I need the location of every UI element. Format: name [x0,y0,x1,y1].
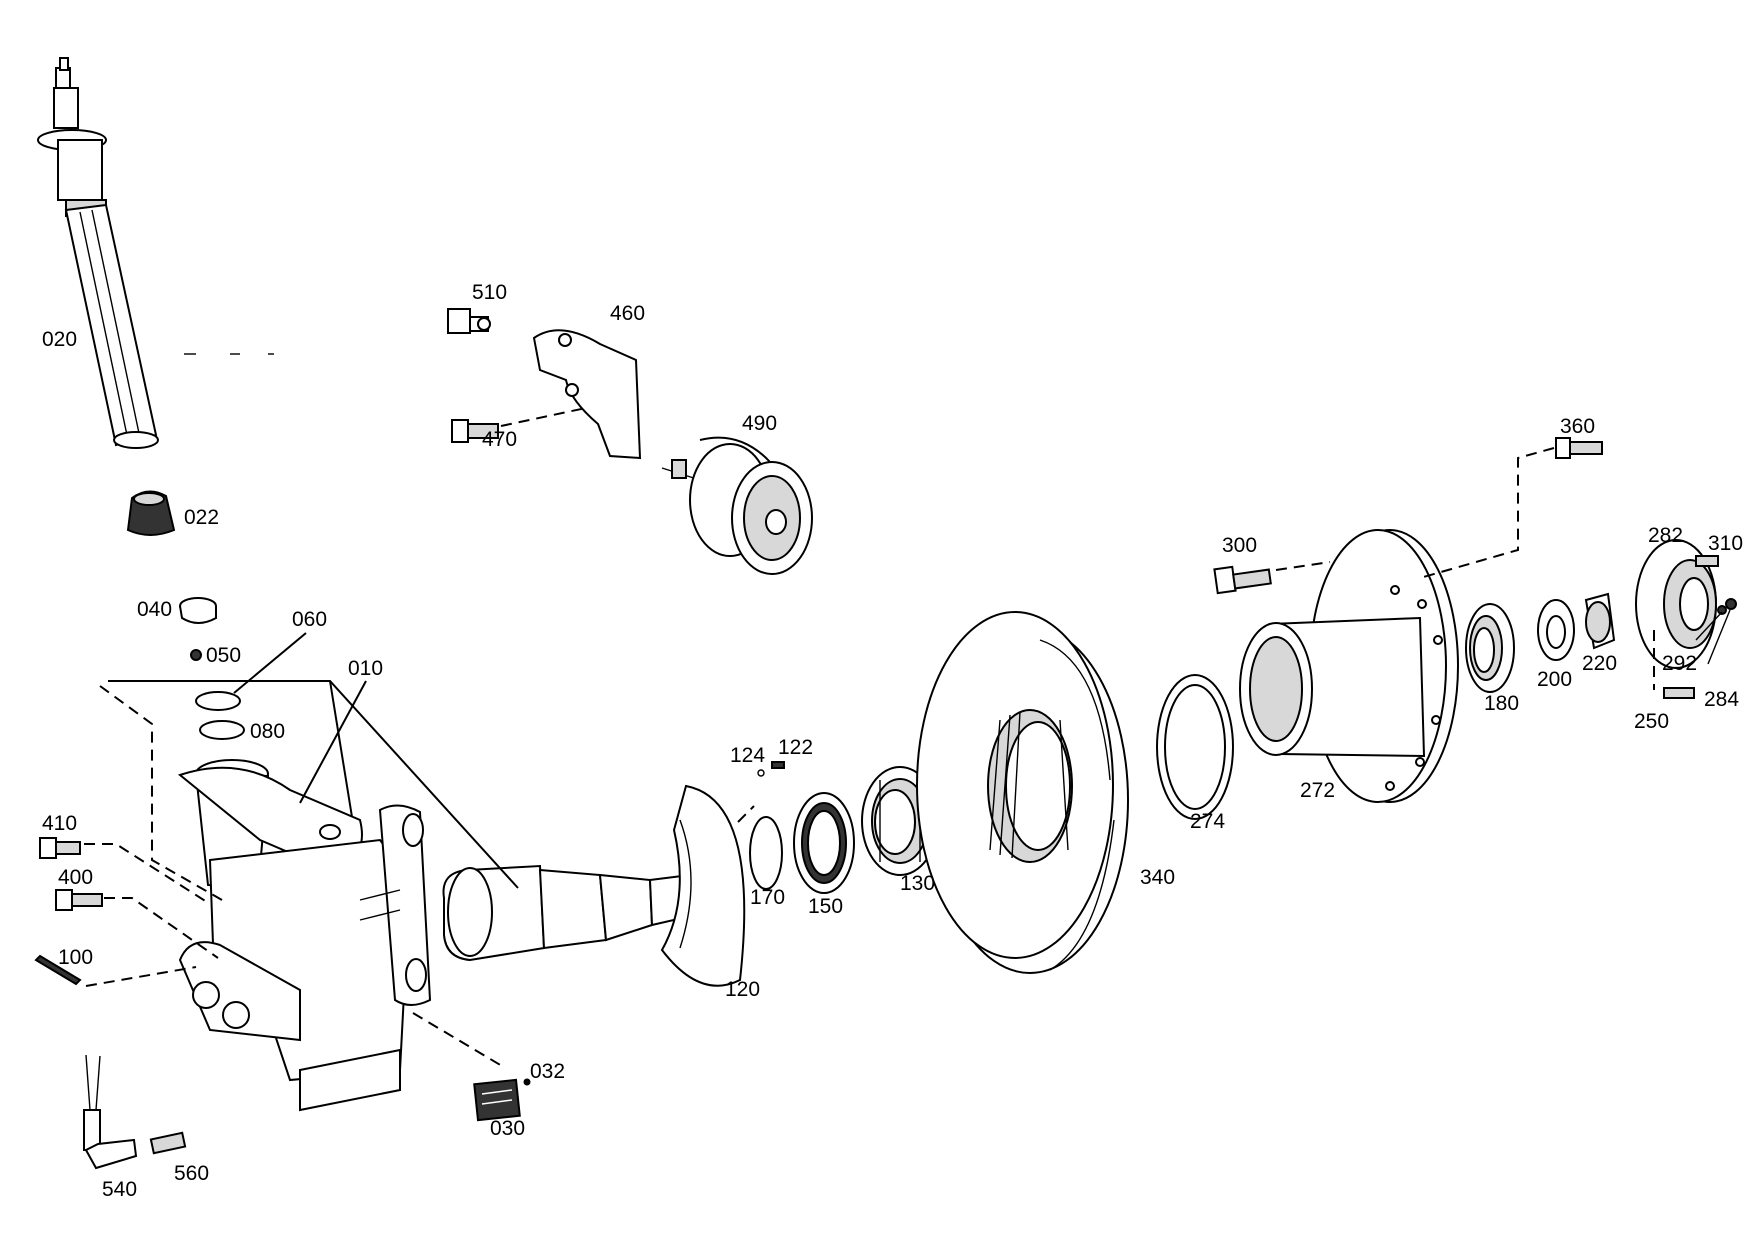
label-274: 274 [1190,810,1225,833]
wheel-bolt-300-part[interactable] [1213,565,1272,595]
washer-124-part[interactable] [757,769,765,777]
caliper-bracket-part[interactable] [532,329,642,460]
boot-part[interactable] [126,490,176,536]
bolt-360-part[interactable] [1555,437,1603,459]
thrust-washer-part[interactable] [1537,599,1575,661]
hub-nut-part[interactable] [1584,592,1616,650]
label-050: 050 [206,644,241,667]
label-010: 010 [348,657,383,680]
label-250: 250 [1634,710,1669,733]
shock-absorber-part[interactable] [37,57,274,449]
screw-250-part[interactable] [1663,687,1695,699]
label-150: 150 [808,895,843,918]
label-040: 040 [137,598,172,621]
bolt-410-part[interactable] [39,837,81,859]
label-120: 120 [725,978,760,1001]
label-410: 410 [42,812,77,835]
o-ring-080-part[interactable] [199,720,245,740]
clip-part[interactable] [149,1131,187,1155]
rivet-part[interactable] [523,1078,531,1086]
label-220: 220 [1582,652,1617,675]
hub-cap-part[interactable] [1635,539,1717,669]
cap-part[interactable] [179,597,217,624]
plate-part[interactable] [473,1078,521,1122]
outer-bearing-part[interactable] [1465,603,1515,693]
brake-chamber-part[interactable] [661,436,813,575]
label-100: 100 [58,946,93,969]
label-292: 292 [1662,652,1697,675]
bolt-400-part[interactable] [55,889,103,911]
label-470: 470 [482,428,517,451]
screw-122-part[interactable] [771,761,785,769]
label-080: 080 [250,720,285,743]
label-340: 340 [1140,866,1175,889]
label-510: 510 [472,281,507,304]
label-130: 130 [900,872,935,895]
sensor-510-part[interactable] [447,308,491,334]
label-400: 400 [58,866,93,889]
wheel-hub-part[interactable] [1239,529,1459,803]
screw-310-part[interactable] [1695,555,1719,567]
plug-292-part[interactable] [1717,605,1727,615]
plug-284-part[interactable] [1725,598,1737,610]
label-030: 030 [490,1117,525,1140]
sensor-part[interactable] [83,1054,138,1170]
steering-knuckle-part[interactable] [177,759,432,1112]
brake-disc-part[interactable] [916,611,1129,974]
label-170: 170 [750,886,785,909]
label-032: 032 [530,1060,565,1083]
label-560: 560 [174,1162,209,1185]
label-282: 282 [1648,524,1683,547]
label-284: 284 [1704,688,1739,711]
o-ring-060-part[interactable] [195,691,241,711]
label-300: 300 [1222,534,1257,557]
dust-shield-part[interactable] [660,784,746,987]
snap-ring-part[interactable] [749,816,783,890]
label-060: 060 [292,608,327,631]
pin-100-part[interactable] [34,954,82,986]
label-200: 200 [1537,668,1572,691]
label-360: 360 [1560,415,1595,438]
ball-part[interactable] [190,649,202,661]
leader-lines [84,407,1731,1067]
label-022: 022 [184,506,219,529]
label-490: 490 [742,412,777,435]
label-460: 460 [610,302,645,325]
label-310: 310 [1708,532,1743,555]
label-180: 180 [1484,692,1519,715]
label-122: 122 [778,736,813,759]
label-272: 272 [1300,779,1335,802]
bolt-470-part[interactable] [451,419,499,443]
tone-ring-part[interactable] [1156,674,1234,820]
label-124: 124 [730,744,765,767]
label-020: 020 [42,328,77,351]
callout-labels: 010 020 022 030 032 040 050 060 080 100 … [42,281,1743,1201]
label-540: 540 [102,1178,137,1201]
seal-part[interactable] [793,792,855,894]
